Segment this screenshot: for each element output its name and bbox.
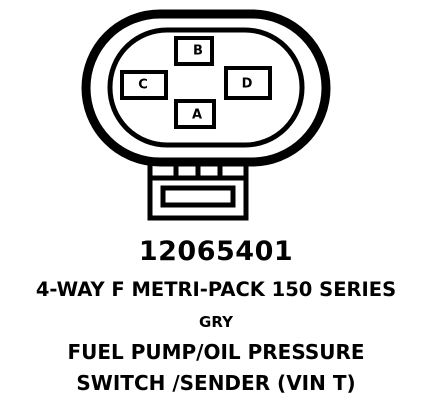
- pin-label-a: A: [192, 108, 202, 123]
- application-label-line-1: FUEL PUMP/OIL PRESSURE: [67, 340, 365, 364]
- connector-housing-outer: [81, 9, 331, 167]
- connector-lock-tab: [147, 158, 249, 221]
- application-label-line-2: SWITCH /SENDER (VIN T): [76, 371, 356, 395]
- pin-cavity-c: C: [120, 70, 168, 100]
- part-number: 12065401: [138, 236, 294, 267]
- pin-label-b: B: [193, 44, 203, 59]
- pin-cavity-d: D: [224, 66, 272, 100]
- connector-diagram: B C D A: [81, 9, 331, 221]
- pin-label-d: D: [242, 77, 253, 92]
- connector-face-inner: [107, 27, 305, 148]
- pin-label-c: C: [138, 78, 148, 93]
- pin-cavity-b: B: [174, 36, 214, 66]
- wire-color-label: GRY: [199, 313, 233, 331]
- connector-type-label: 4-WAY F METRI-PACK 150 SERIES: [35, 278, 397, 301]
- pin-cavity-a: A: [174, 99, 216, 129]
